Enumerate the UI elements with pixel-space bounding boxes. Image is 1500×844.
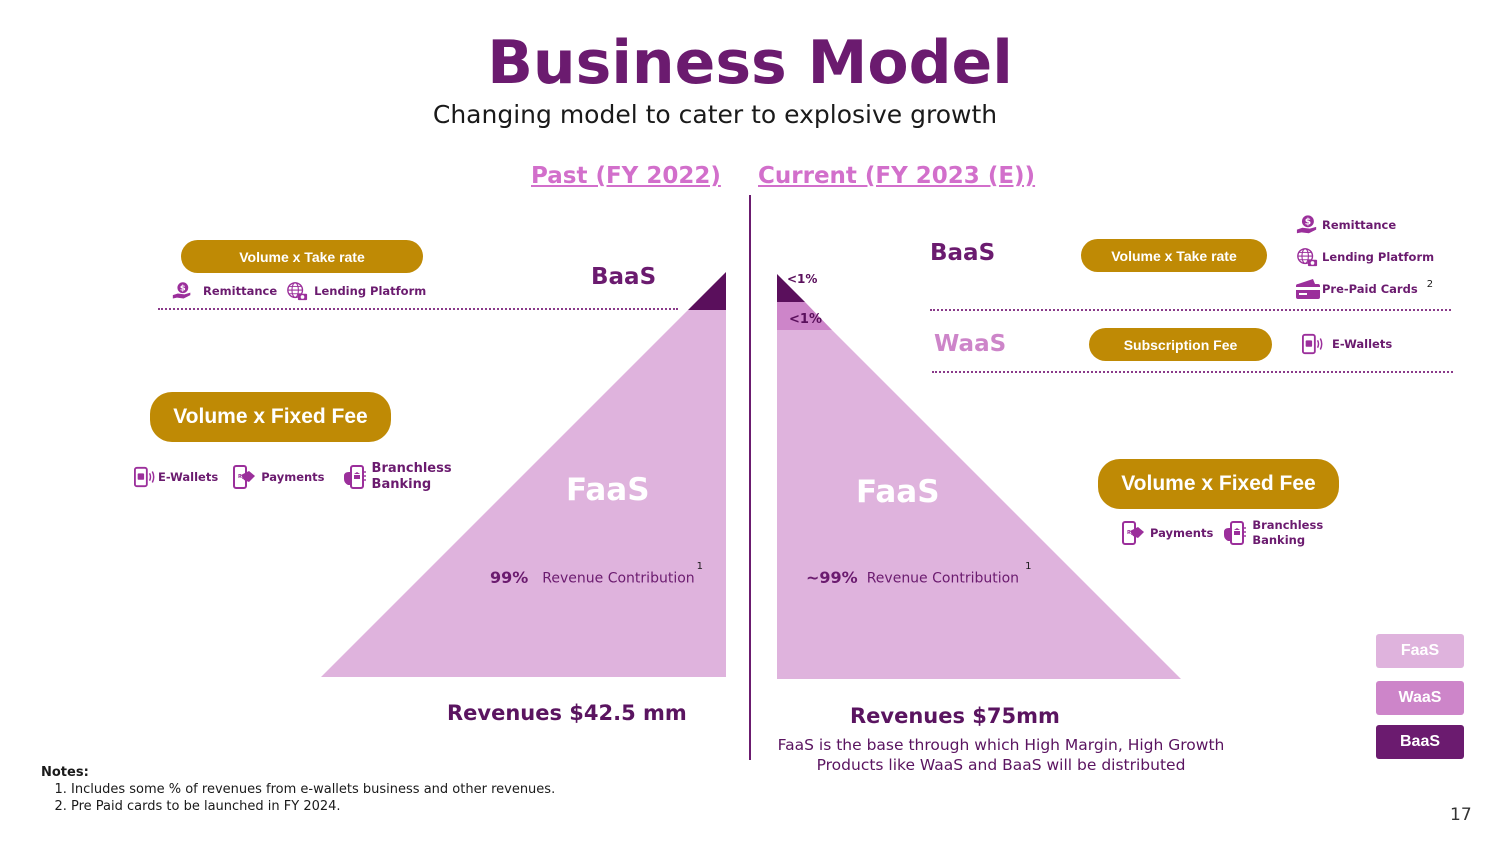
current-revenue: Revenues $75mm [850, 704, 1060, 728]
footnote-ref-1: 1 [1025, 561, 1032, 573]
notes-heading: Notes: [41, 765, 89, 780]
page-subtitle: Changing model to cater to explosive gro… [432, 100, 998, 129]
branchless-banking-icon [343, 464, 367, 490]
current-baas-separator [930, 309, 1451, 311]
product-lending-platform: Lending Platform [1295, 246, 1434, 268]
past-baas-segment [688, 272, 726, 310]
legend-faas: FaaS [1376, 634, 1464, 668]
current-waas-pricing-pill: Subscription Fee [1089, 328, 1272, 361]
footnote-ref-1: 1 [696, 561, 704, 573]
lending-platform-icon [1295, 246, 1319, 268]
remittance-icon [1295, 214, 1319, 236]
remittance-icon [172, 280, 192, 302]
past-baas-pricing-pill: Volume x Take rate [181, 240, 423, 273]
product-remittance: Remittance [172, 280, 277, 302]
current-faas-segment [777, 330, 1181, 679]
current-contribution-label: Revenue Contribution [866, 571, 1020, 587]
product-lending-platform: Lending Platform [285, 280, 426, 302]
past-baas-products: Remittance Lending Platform [172, 280, 426, 302]
legend-waas: WaaS [1376, 681, 1464, 715]
past-contribution-value: 99% [490, 568, 529, 587]
e-wallet-icon [1300, 333, 1326, 355]
legend-baas: BaaS [1376, 725, 1464, 759]
past-faas-segment [321, 310, 726, 677]
past-contribution-label: Revenue Contribution [542, 571, 695, 587]
page-title: Business Model [487, 28, 1013, 98]
footnote-ref-2: 2 [1426, 278, 1434, 290]
past-revenue: Revenues $42.5 mm [447, 701, 687, 725]
current-baas-share: <1% [787, 272, 818, 286]
product-prepaid-cards: Pre-Paid Cards 2 [1295, 278, 1434, 300]
note-item: Includes some % of revenues from e-walle… [71, 781, 555, 798]
current-period-heading: Current (FY 2023 (E)) [758, 163, 1036, 189]
product-e-wallets: E-Wallets [1300, 333, 1392, 355]
current-baas-pricing-pill: Volume x Take rate [1081, 239, 1267, 272]
product-payments: Payments [1121, 520, 1213, 546]
current-faas-label: FaaS [856, 474, 940, 510]
current-faas-products: Payments Branchless Banking [1121, 518, 1323, 548]
past-faas-products: E-Wallets Payments Branchless Banking [133, 461, 452, 493]
product-remittance: Remittance [1295, 214, 1434, 236]
current-faas-pricing-pill: Volume x Fixed Fee [1098, 459, 1339, 509]
product-branchless-banking: Branchless Banking [343, 461, 452, 493]
current-baas-label: BaaS [930, 240, 996, 266]
notes: Notes: Includes some % of revenues from … [41, 764, 555, 815]
current-waas-products: E-Wallets [1300, 333, 1392, 355]
e-wallet-icon [133, 466, 157, 488]
past-faas-contribution: 99% Revenue Contribution1 [490, 561, 703, 587]
past-faas-pricing-pill: Volume x Fixed Fee [150, 392, 391, 442]
current-waas-label: WaaS [934, 331, 1007, 357]
current-contribution-value: ~99% [806, 568, 858, 587]
page-number: 17 [1450, 805, 1472, 825]
legend: FaaS WaaS BaaS [1376, 634, 1464, 759]
product-e-wallets: E-Wallets [133, 466, 218, 488]
current-waas-separator [932, 371, 1453, 373]
current-description: FaaS is the base through which High Marg… [777, 736, 1225, 774]
past-period-heading: Past (FY 2022) [531, 163, 721, 189]
past-baas-label: BaaS [591, 264, 657, 290]
product-payments: Payments [232, 464, 325, 490]
past-faas-label: FaaS [566, 472, 650, 508]
past-baas-separator [158, 308, 678, 310]
current-baas-products: Remittance Lending Platform Pre-Paid Car… [1295, 214, 1434, 300]
current-waas-share: <1% [789, 312, 822, 327]
payments-icon [1121, 520, 1145, 546]
product-branchless-banking: Branchless Banking [1223, 518, 1323, 548]
current-baas-segment [777, 274, 805, 302]
prepaid-card-icon [1295, 278, 1321, 300]
current-waas-segment [777, 302, 832, 330]
lending-platform-icon [285, 280, 309, 302]
current-faas-contribution: ~99% Revenue Contribution 1 [806, 561, 1031, 587]
center-divider [749, 195, 751, 760]
note-item: Pre Paid cards to be launched in FY 2024… [71, 798, 555, 815]
branchless-banking-icon [1223, 520, 1247, 546]
payments-icon [232, 464, 256, 490]
